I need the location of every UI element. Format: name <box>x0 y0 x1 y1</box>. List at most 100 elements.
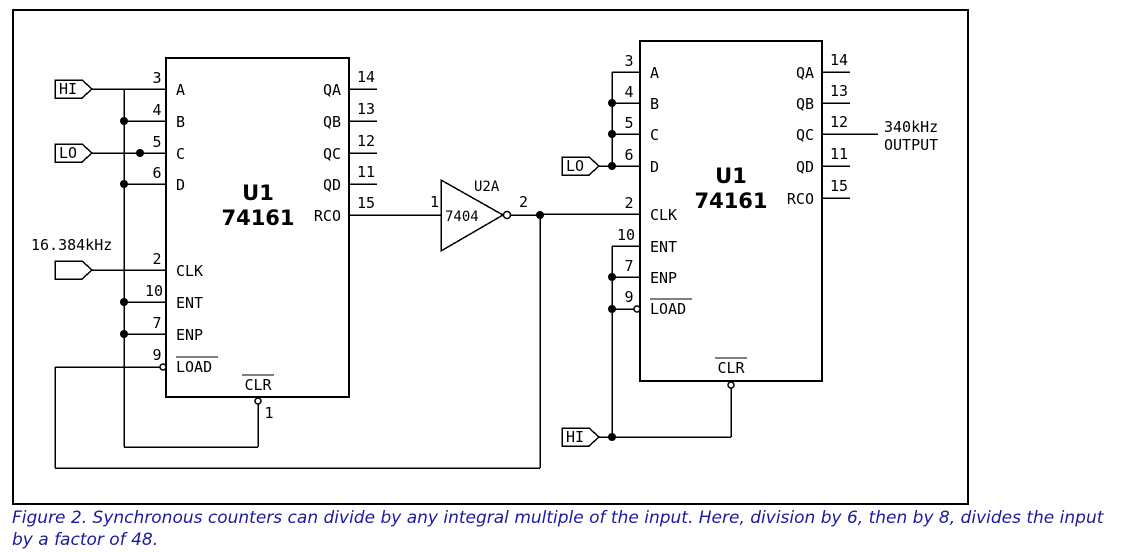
port-flag-clock-input <box>54 260 94 280</box>
pin-name: ENT <box>650 238 677 256</box>
counter-chip-right: U1 74161 3 4 5 6 2 10 7 9 A B C D CLK EN… <box>540 40 878 389</box>
pin-name: CLR <box>717 359 745 377</box>
pin-name: QA <box>796 64 814 82</box>
junction-dot <box>120 117 128 125</box>
pin-num: 9 <box>624 288 633 306</box>
pin-name: ENP <box>176 326 203 344</box>
pin-name: D <box>176 176 185 194</box>
pin-name: QD <box>796 158 814 176</box>
pin-num: 5 <box>624 114 633 132</box>
pin-name: A <box>650 64 659 82</box>
junction-dot <box>608 162 616 170</box>
chip-ref-left: U1 <box>242 181 274 205</box>
pin-num: 11 <box>830 145 848 163</box>
diagram-frame <box>12 9 969 505</box>
schematic-diagram: U1 74161 3 4 5 6 2 10 7 9 A B C D CLK EN… <box>12 9 969 505</box>
pin-num: 6 <box>152 164 161 182</box>
wires <box>54 72 732 469</box>
junction-dots <box>120 99 616 441</box>
junction-dot <box>608 273 616 281</box>
output-pins-right <box>822 71 878 199</box>
pin-num: 10 <box>617 226 635 244</box>
pin-num: 1 <box>264 404 273 422</box>
output-label: OUTPUT <box>884 136 938 154</box>
chip-part-right: 74161 <box>694 189 767 213</box>
pin-name: LOAD <box>650 300 686 318</box>
pin-num: 14 <box>830 51 848 69</box>
inverter-part: 7404 <box>445 209 479 225</box>
pin-num: 2 <box>624 194 633 212</box>
output-pins-left <box>349 88 377 216</box>
load-inversion-bubble-left <box>159 363 167 371</box>
pin-name: D <box>650 158 659 176</box>
clr-inversion-bubble-right <box>727 381 735 389</box>
pin-num: 10 <box>145 282 163 300</box>
junction-dot <box>536 211 544 219</box>
pin-num: 15 <box>830 177 848 195</box>
junction-dot <box>136 149 144 157</box>
pin-num: 11 <box>357 163 375 181</box>
pin-num: 9 <box>152 346 161 364</box>
pin-num: 12 <box>357 132 375 150</box>
svg-text:HI: HI <box>59 80 77 98</box>
load-inversion-bubble-right <box>633 305 641 313</box>
pin-name: RCO <box>314 207 341 225</box>
pin-num: 14 <box>357 68 375 86</box>
pin-name: B <box>650 95 659 113</box>
junction-dot <box>608 305 616 313</box>
port-flag-hi-right: HI <box>561 427 601 447</box>
junction-dot <box>120 298 128 306</box>
counter-chip-left: U1 74161 3 4 5 6 2 10 7 9 A B C D CLK EN… <box>145 57 377 422</box>
pin-num: 3 <box>624 52 633 70</box>
pin-name: B <box>176 113 185 131</box>
pin-num: 3 <box>152 69 161 87</box>
inverter-ref: U2A <box>474 179 500 195</box>
pin-num: 5 <box>152 133 161 151</box>
junction-dot <box>608 99 616 107</box>
clock-input-label: 16.384kHz <box>31 236 112 254</box>
port-flag-lo-left: LO <box>54 143 94 163</box>
pin-num: 4 <box>624 83 633 101</box>
chip-body-left <box>165 57 350 398</box>
inverter-in-pin: 1 <box>430 193 439 211</box>
chip-ref-right: U1 <box>715 164 747 188</box>
input-pins-left <box>148 88 166 368</box>
pin-name: ENT <box>176 294 203 312</box>
pin-name: C <box>650 126 659 144</box>
pin-num: 7 <box>152 314 161 332</box>
pin-name: ENP <box>650 269 677 287</box>
junction-dot <box>120 180 128 188</box>
svg-text:LO: LO <box>566 157 584 175</box>
chip-body-right <box>639 40 823 382</box>
svg-text:HI: HI <box>566 428 584 446</box>
pin-name: A <box>176 81 185 99</box>
pin-name: QB <box>323 113 341 131</box>
pin-num: 13 <box>830 82 848 100</box>
pin-name: QA <box>323 81 341 99</box>
pin-name: CLK <box>176 262 203 280</box>
figure-caption: Figure 2. Synchronous counters can divid… <box>12 508 1104 550</box>
pin-name: LOAD <box>176 358 212 376</box>
pin-name: QB <box>796 95 814 113</box>
pin-num: 6 <box>624 146 633 164</box>
pin-name: C <box>176 145 185 163</box>
pin-name: QD <box>323 176 341 194</box>
port-flag-hi-left: HI <box>54 79 94 99</box>
pin-name: CLR <box>244 376 272 394</box>
pin-name: QC <box>796 126 814 144</box>
pin-num: 4 <box>152 101 161 119</box>
inverter-out-pin: 2 <box>519 193 528 211</box>
pin-name: QC <box>323 145 341 163</box>
svg-text:LO: LO <box>59 144 77 162</box>
pin-name: RCO <box>787 190 814 208</box>
chip-part-left: 74161 <box>221 206 294 230</box>
pin-name: CLK <box>650 206 677 224</box>
pin-num: 13 <box>357 100 375 118</box>
pin-num: 15 <box>357 194 375 212</box>
pin-num: 12 <box>830 113 848 131</box>
junction-dot <box>608 130 616 138</box>
clr-inversion-bubble-left <box>254 397 262 405</box>
pin-num: 7 <box>624 257 633 275</box>
output-frequency-label: 340kHz <box>884 118 938 136</box>
port-flag-lo-right: LO <box>561 156 601 176</box>
